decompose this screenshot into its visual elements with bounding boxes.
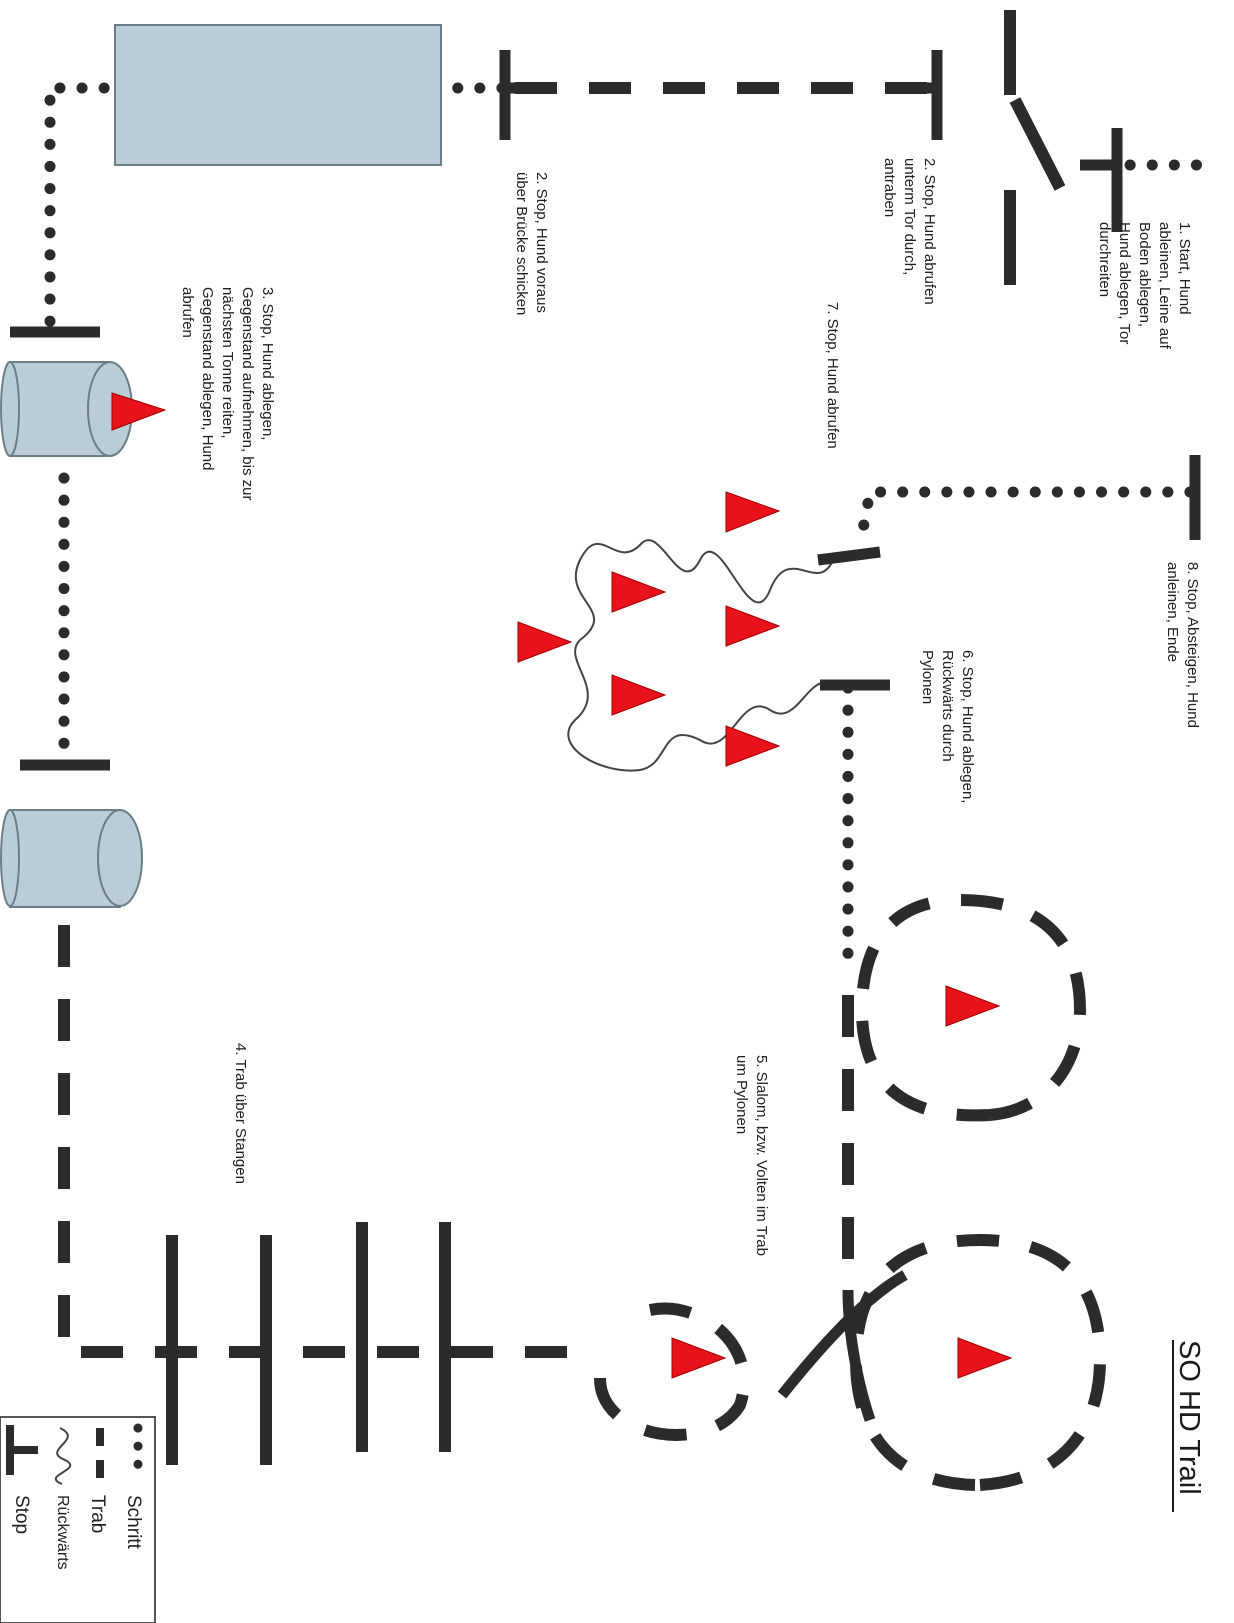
- label-step1: 1. Start, Hundableinen, Leine aufBoden a…: [1096, 222, 1193, 350]
- slalom-line: [777, 1270, 908, 1399]
- step8-line1: 8. Stop, Absteigen, Hund: [1184, 562, 1201, 728]
- stop-marker-7: [817, 546, 881, 566]
- label-step2a: 2. Stop, Hund abrufenunterm Tor durch,an…: [881, 158, 938, 305]
- label-step8: 8. Stop, Absteigen, Hundanleinen, Ende: [1164, 562, 1201, 728]
- step5-line2: um Pylonen: [733, 1055, 750, 1134]
- svg-text:6. Stop, Hund ablegen,Rückwärt: 6. Stop, Hund ablegen,Rückwärts durchPyl…: [919, 650, 976, 803]
- svg-text:2. Stop, Hund vorausüber Brück: 2. Stop, Hund vorausüber Brücke schicken: [513, 172, 550, 315]
- cone-2: [611, 571, 667, 613]
- step6-line2: Rückwärts durch: [939, 650, 956, 762]
- step1-line1: 1. Start, Hund: [1176, 222, 1193, 315]
- volte-circle-2: [849, 1233, 1107, 1491]
- legend-reverse-label: Rückwärts: [54, 1495, 71, 1570]
- diagram-title: SO HD Trail: [1173, 1340, 1205, 1495]
- legend-trot-label: Trab: [87, 1495, 108, 1533]
- cone-1: [725, 491, 781, 533]
- step6-line3: Pylonen: [919, 650, 936, 704]
- reverse-path: [567, 539, 841, 772]
- step2b-line1: 2. Stop, Hund voraus: [533, 172, 550, 313]
- label-step3: 3. Stop, Hund ablegen,Gegenstand aufnehm…: [179, 287, 276, 500]
- svg-text:3. Stop, Hund ablegen,Gegensta: 3. Stop, Hund ablegen,Gegenstand aufnehm…: [179, 287, 276, 500]
- cone-volte-2: [957, 1337, 1013, 1379]
- step3-line3: nächsten Tonne reiten,: [219, 287, 236, 439]
- stop-markers: [10, 50, 1201, 771]
- label-step5: 5. Slalom, bzw. Volten im Trabum Pylonen: [733, 1055, 770, 1256]
- step3-line2: Gegenstand aufnehmen, bis zur: [239, 287, 256, 500]
- svg-text:2. Stop, Hund abrufenunterm To: 2. Stop, Hund abrufenunterm Tor durch,an…: [881, 158, 938, 305]
- cones: [111, 392, 1013, 1379]
- step1-line4: Hund ablegen, Tor: [1116, 222, 1133, 344]
- stop-marker-2b: [499, 50, 545, 140]
- legend-stop-label: Stop: [11, 1495, 32, 1534]
- cone-5: [611, 674, 667, 716]
- step1-line3: Boden ablegen,: [1136, 222, 1153, 327]
- label-step7: 7. Stop, Hund abrufen: [824, 302, 841, 449]
- cone-volte-1: [945, 985, 1001, 1027]
- walk-path-end: [854, 486, 1196, 551]
- walk-paths: [44, 82, 1206, 966]
- poles: [166, 1222, 451, 1465]
- legend-reverse: Rückwärts: [54, 1427, 72, 1570]
- volte-small: [594, 1302, 750, 1441]
- stop-marker-2a: [895, 50, 943, 140]
- trot-path-poles: [58, 925, 580, 1358]
- step2a-line1: 2. Stop, Hund abrufen: [921, 158, 938, 305]
- step2b-line2: über Brücke schicken: [513, 172, 530, 315]
- step1-line5: durchreiten: [1096, 222, 1113, 297]
- label-step2b: 2. Stop, Hund vorausüber Brücke schicken: [513, 172, 550, 315]
- cone-6: [725, 725, 781, 767]
- slalom-line-2: [842, 1289, 876, 1422]
- svg-text:1. Start, Hundableinen, Leine: 1. Start, Hundableinen, Leine aufBoden a…: [1096, 222, 1193, 350]
- step6-line1: 6. Stop, Hund ablegen,: [959, 650, 976, 803]
- barrel-2: [0, 809, 143, 908]
- svg-text:5. Slalom, bzw. Volten im Tra: 5. Slalom, bzw. Volten im Trabum Pylonen: [733, 1055, 770, 1256]
- svg-text:8. Stop, Absteigen, Hundanlein: 8. Stop, Absteigen, Hundanleinen, Ende: [1164, 562, 1201, 728]
- legend-walk: Schritt: [123, 1423, 144, 1550]
- legend-trot: Trab: [87, 1428, 108, 1533]
- title-group: SO HD Trail: [1172, 1340, 1205, 1512]
- cone-4: [517, 621, 573, 663]
- step4-line1: 4. Trab über Stangen: [232, 1043, 249, 1184]
- step3-line4: Gegenstand ablegen, Hund: [199, 287, 216, 470]
- step2a-line2: unterm Tor durch,: [901, 158, 918, 275]
- legend-stop: Stop: [6, 1425, 38, 1534]
- trot-paths: [58, 82, 1107, 1491]
- step5-line1: 5. Slalom, bzw. Volten im Trab: [753, 1055, 770, 1256]
- legend: Schritt Trab Rückwärts Stop: [0, 1416, 156, 1623]
- step2a-line3: antraben: [881, 158, 898, 217]
- cone-slalom: [671, 1337, 727, 1379]
- legend-walk-label: Schritt: [123, 1495, 144, 1550]
- step3-line5: abrufen: [179, 287, 196, 338]
- cone-3: [725, 605, 781, 647]
- gate: [1004, 10, 1066, 285]
- step3-line1: 3. Stop, Hund ablegen,: [259, 287, 276, 440]
- bridge: [114, 24, 442, 166]
- stop-marker-1: [1080, 128, 1123, 232]
- cone-barrel: [111, 392, 167, 431]
- label-step6: 6. Stop, Hund ablegen,Rückwärts durchPyl…: [919, 650, 976, 803]
- label-step4: 4. Trab über Stangen: [232, 1043, 249, 1184]
- step8-line2: anleinen, Ende: [1164, 562, 1181, 662]
- step7-line1: 7. Stop, Hund abrufen: [824, 302, 841, 449]
- step1-line2: ableinen, Leine auf: [1156, 222, 1173, 350]
- barrel-1: [0, 361, 133, 457]
